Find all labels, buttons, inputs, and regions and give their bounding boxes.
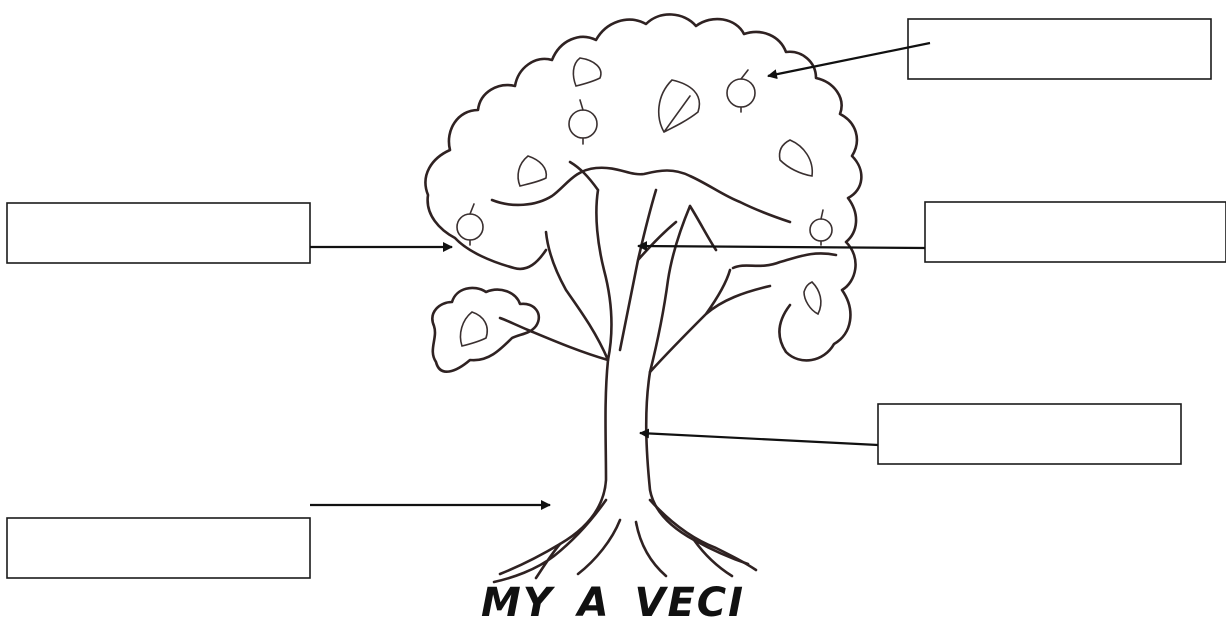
label-box-left[interactable] [6, 202, 311, 264]
arrow-to-trunk [639, 428, 879, 447]
label-box-right[interactable] [924, 201, 1226, 263]
apple-icon [726, 69, 756, 113]
leaf-icon [517, 155, 548, 187]
leaf-icon [778, 139, 814, 177]
apple-icon [568, 99, 598, 145]
tree-crown [424, 13, 863, 362]
leaf-icon [657, 79, 701, 134]
label-box-top-right[interactable] [907, 18, 1212, 80]
label-box-mid-right[interactable] [877, 403, 1182, 465]
left-foliage [431, 286, 541, 373]
diagram-title: MY A VECI [480, 580, 746, 626]
leaf-icon [572, 57, 602, 87]
arrow-to-apple [767, 41, 931, 80]
arrow-to-branch [637, 241, 926, 252]
tree-roots [492, 498, 758, 584]
leaf-icon [459, 311, 488, 347]
label-box-bottom-left[interactable] [6, 517, 311, 579]
apple-icon [456, 203, 484, 246]
crown-inner-edge [490, 166, 792, 224]
leaf-icon [803, 281, 822, 316]
apple-icon [809, 209, 833, 246]
tree-trunk [498, 358, 750, 576]
tree-branches [498, 160, 772, 374]
